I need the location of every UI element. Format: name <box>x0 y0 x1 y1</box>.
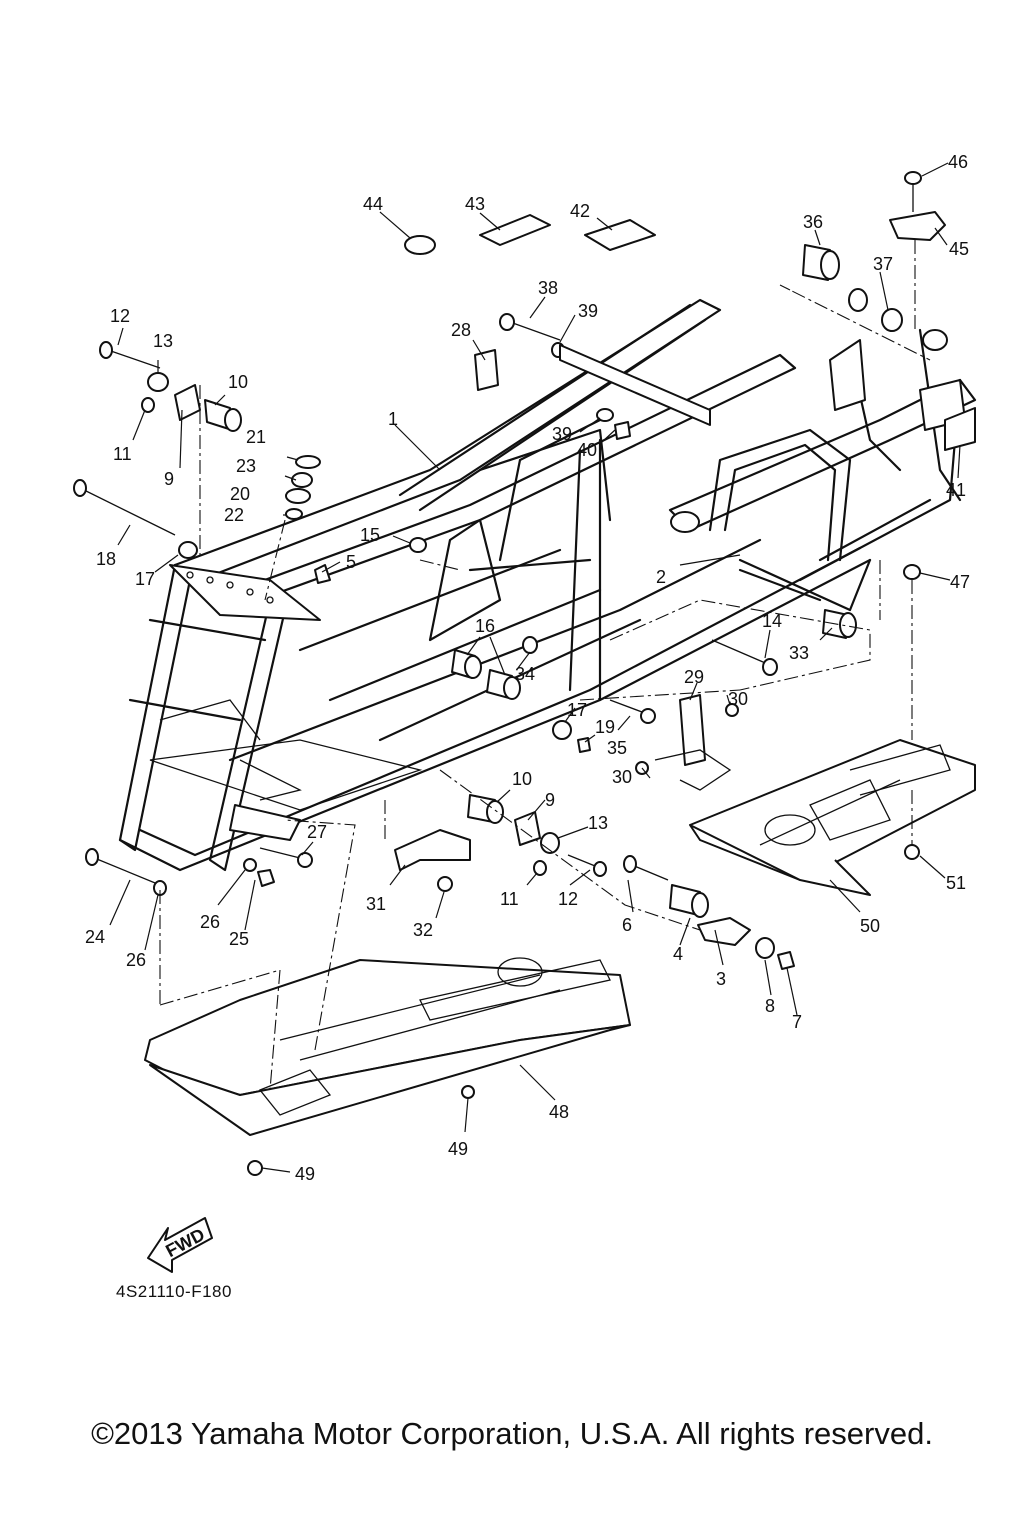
callout-11b: 11 <box>500 889 519 909</box>
callout-9a: 9 <box>164 469 174 489</box>
skid-plate-48 <box>144 957 631 1176</box>
callout-12a: 12 <box>110 306 130 326</box>
callout-32: 32 <box>413 920 433 940</box>
callout-26a: 26 <box>200 912 220 932</box>
callout-43: 43 <box>465 194 485 214</box>
callout-29: 29 <box>684 667 704 687</box>
skid-plate-50 <box>689 739 976 896</box>
callout-50: 50 <box>860 916 880 936</box>
callout-12b: 12 <box>558 889 578 909</box>
callout-13a: 13 <box>153 331 173 351</box>
callout-39a: 39 <box>578 301 598 321</box>
callout-45: 45 <box>949 239 969 259</box>
assembly-lines <box>159 240 931 1091</box>
callout-16: 16 <box>475 616 495 636</box>
callout-10a: 10 <box>228 372 248 392</box>
copyright-notice: ©2013 Yamaha Motor Corporation, U.S.A. A… <box>91 1416 933 1451</box>
callout-39b: 39 <box>552 424 572 444</box>
callout-15: 15 <box>360 525 380 545</box>
callout-33: 33 <box>789 643 809 663</box>
callout-9b: 9 <box>545 790 555 810</box>
callouts: 1 2 3 4 5 6 7 8 9 9 10 10 11 11 12 12 13… <box>85 152 970 1184</box>
callout-30b: 30 <box>612 767 632 787</box>
callout-27: 27 <box>307 822 327 842</box>
callout-17a: 17 <box>135 569 155 589</box>
callout-23: 23 <box>236 456 256 476</box>
callout-7: 7 <box>792 1012 802 1032</box>
callout-41: 41 <box>946 480 966 500</box>
callout-31: 31 <box>366 894 386 914</box>
callout-24: 24 <box>85 927 105 947</box>
right-hardware <box>623 171 976 970</box>
callout-40: 40 <box>577 440 597 460</box>
callout-37: 37 <box>873 254 893 274</box>
rear-sub-frame <box>668 328 977 612</box>
callout-48: 48 <box>549 1102 569 1122</box>
callout-42: 42 <box>570 201 590 221</box>
callout-4: 4 <box>673 944 683 964</box>
callout-47: 47 <box>950 572 970 592</box>
callout-36: 36 <box>803 212 823 232</box>
middle-hardware <box>394 214 739 892</box>
callout-22: 22 <box>224 505 244 525</box>
drawing-code: 4S21110-F180 <box>116 1282 232 1301</box>
callout-2: 2 <box>656 567 666 587</box>
callout-30a: 30 <box>728 689 748 709</box>
callout-49a: 49 <box>448 1139 468 1159</box>
callout-1: 1 <box>388 409 398 429</box>
callout-10b: 10 <box>512 769 532 789</box>
callout-25: 25 <box>229 929 249 949</box>
callout-8: 8 <box>765 996 775 1016</box>
callout-5: 5 <box>346 552 356 572</box>
callout-44: 44 <box>363 194 383 214</box>
callout-35: 35 <box>607 738 627 758</box>
front-hardware <box>73 341 331 896</box>
leader-lines <box>109 162 961 1173</box>
callout-51: 51 <box>946 873 966 893</box>
callout-6: 6 <box>622 915 632 935</box>
callout-14: 14 <box>762 611 782 631</box>
callout-49b: 49 <box>295 1164 315 1184</box>
callout-38: 38 <box>538 278 558 298</box>
callout-34: 34 <box>515 664 535 684</box>
callout-28: 28 <box>451 320 471 340</box>
fwd-arrow: FWD <box>147 1217 213 1273</box>
callout-17b: 17 <box>567 700 587 720</box>
callout-13b: 13 <box>588 813 608 833</box>
callout-21: 21 <box>246 427 266 447</box>
callout-3: 3 <box>716 969 726 989</box>
callout-18: 18 <box>96 549 116 569</box>
callout-20: 20 <box>230 484 250 504</box>
callout-46: 46 <box>948 152 968 172</box>
callout-26b: 26 <box>126 950 146 970</box>
callout-11a: 11 <box>113 444 132 464</box>
callout-19: 19 <box>595 717 615 737</box>
